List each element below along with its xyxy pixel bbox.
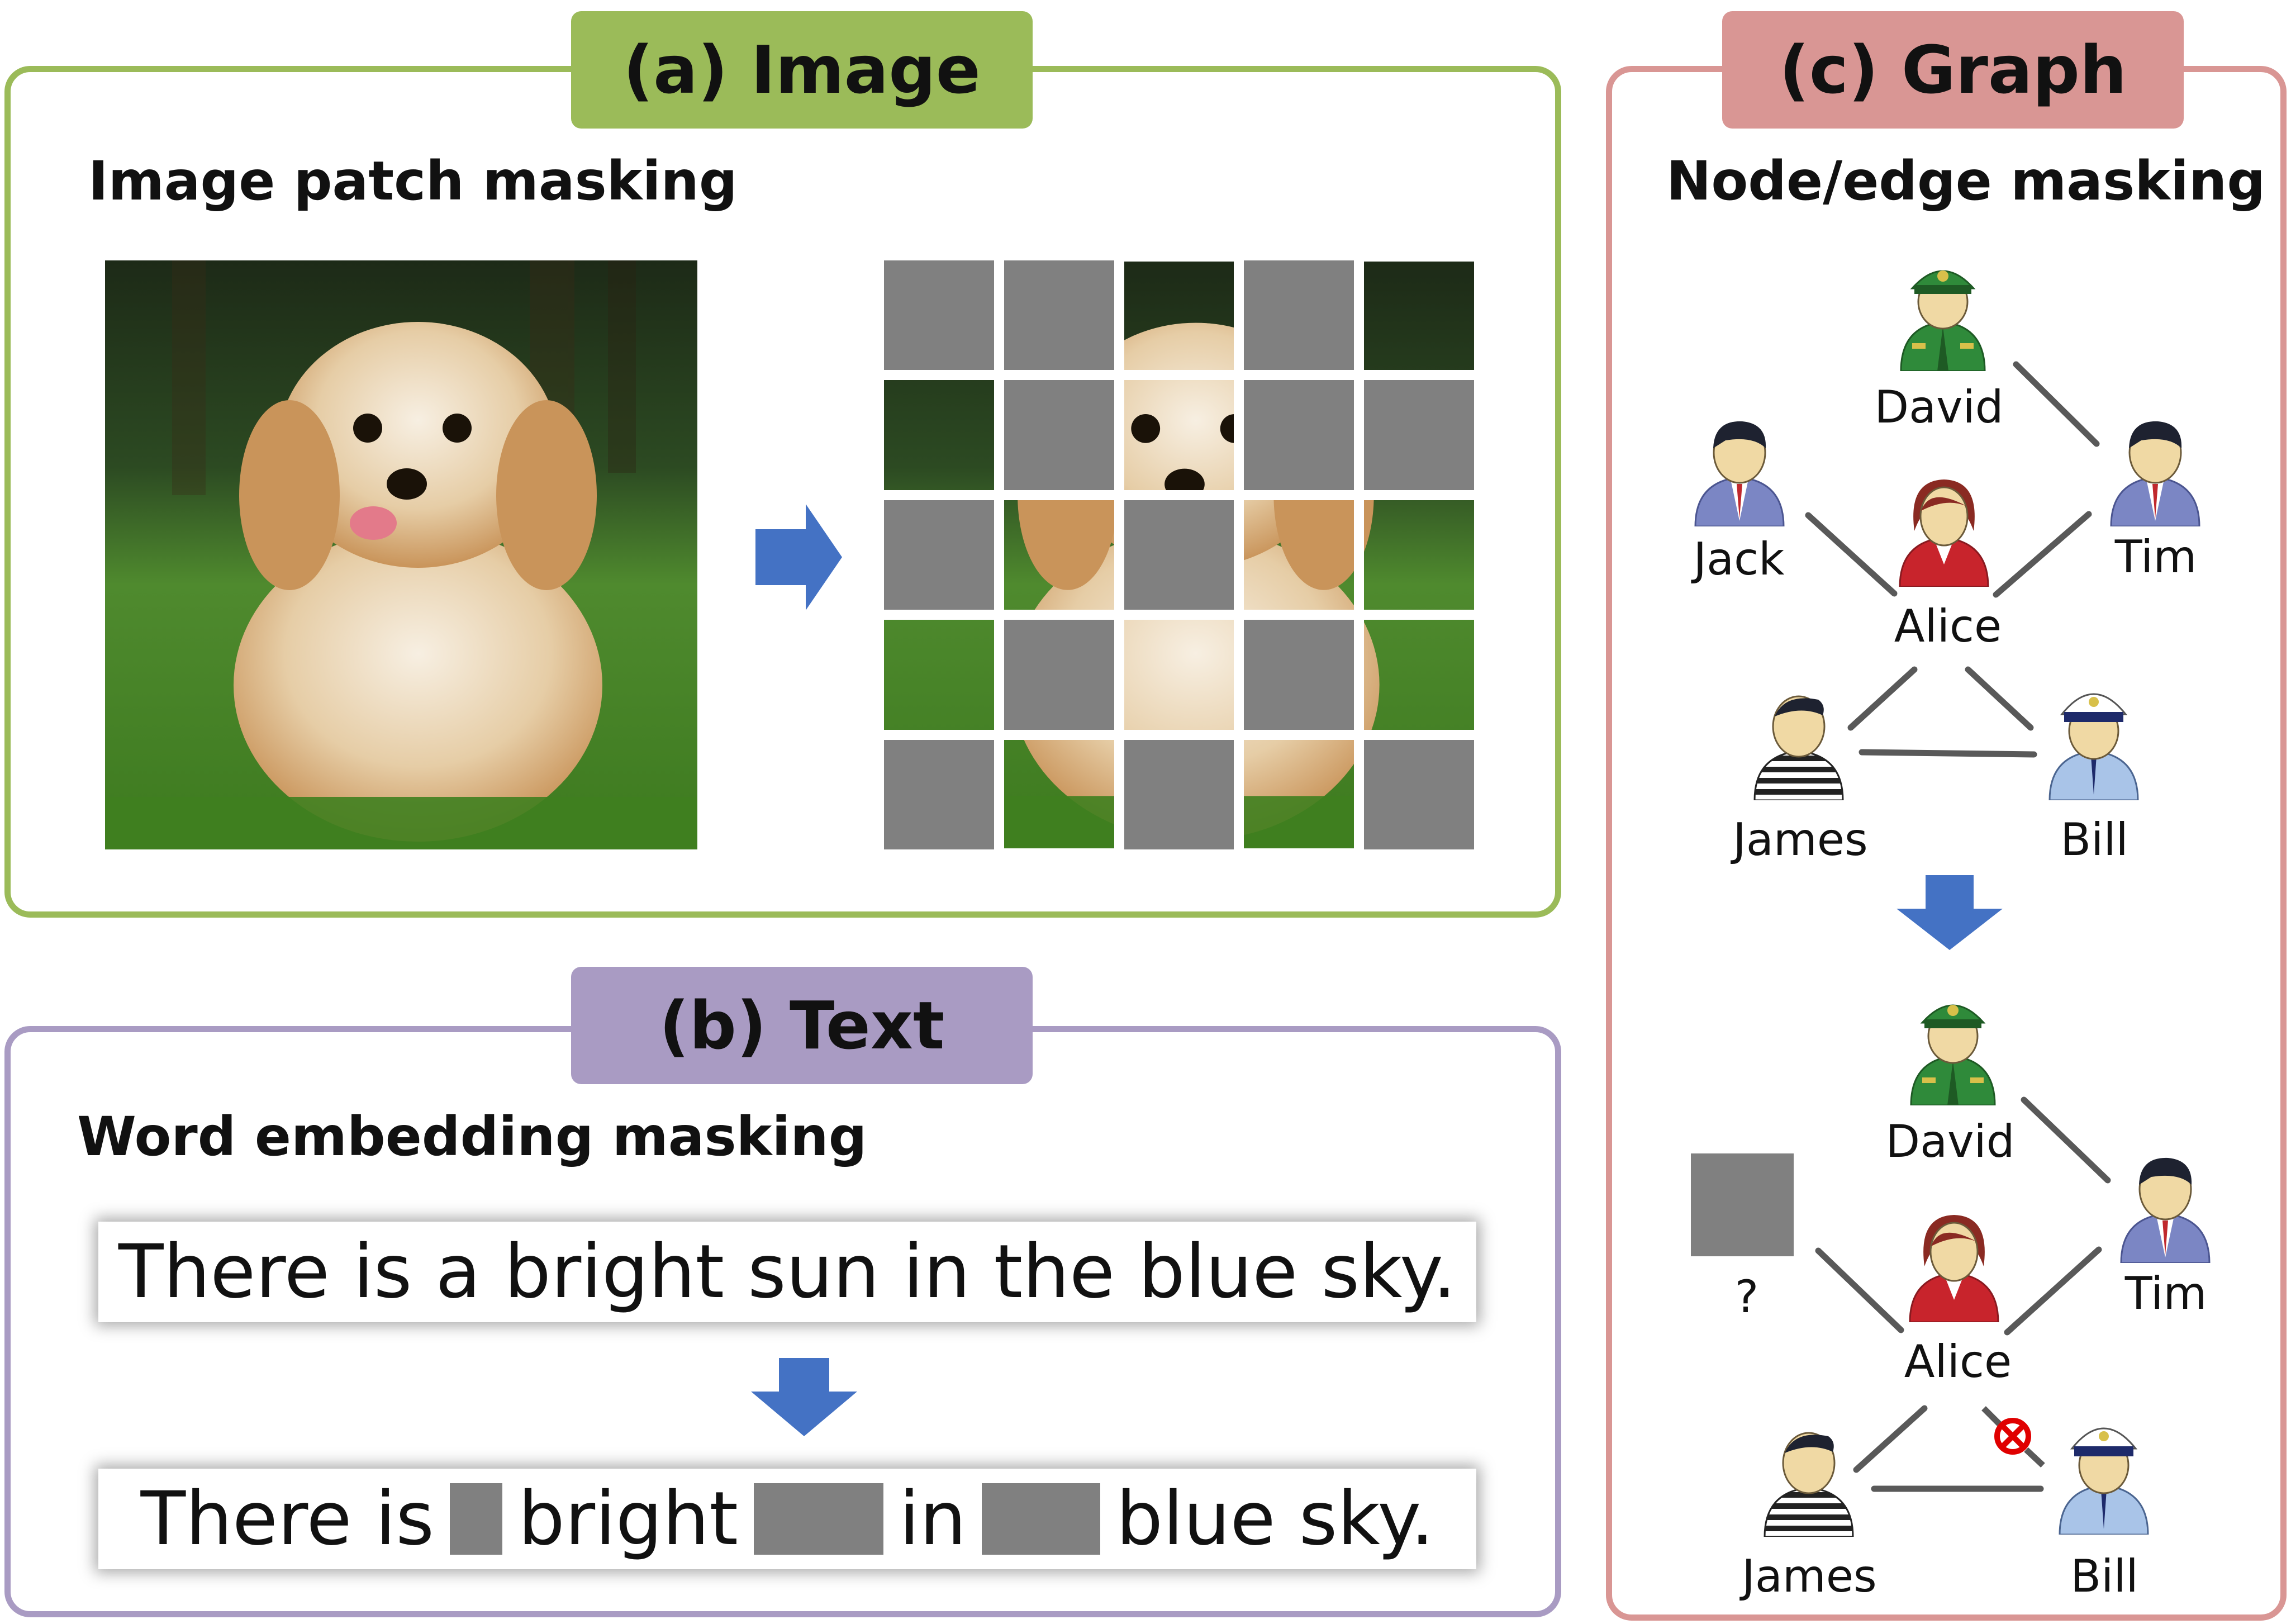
woman-icon: [1899, 479, 1989, 587]
masked-sentence-part2: bright: [518, 1476, 739, 1562]
grid-gap: [1234, 260, 1244, 849]
businessman-icon: [2110, 421, 2200, 526]
node-label-alice-2: Alice: [1904, 1336, 2012, 1388]
grid-gap: [884, 610, 1474, 620]
masked-word-block: [450, 1483, 503, 1555]
soldier-icon: [1900, 270, 1986, 371]
patch-grid: [884, 260, 1474, 849]
grid-gap: [1114, 260, 1124, 849]
prisoner-icon: [1753, 695, 1844, 800]
masked-sentence-part3: in: [899, 1476, 967, 1562]
masked-node: [1691, 1153, 1794, 1256]
panel-graph-subtitle: Node/edge masking: [1666, 150, 2266, 212]
cross-circle-icon: [1994, 1418, 2031, 1455]
node-label-bill-2: Bill: [2070, 1550, 2138, 1602]
masked-sentence-box: There is bright in blue sky.: [98, 1469, 1476, 1569]
arrow-down-icon: [751, 1358, 857, 1436]
original-sentence: There is a bright sun in the blue sky.: [118, 1229, 1457, 1315]
patched-dog-photo: [884, 260, 1474, 849]
masked-patch: [1364, 739, 1474, 849]
node-label-james: James: [1733, 814, 1868, 866]
masked-patch: [1004, 380, 1114, 490]
masked-patch: [884, 260, 994, 371]
panel-text-title: (b) Text: [571, 967, 1033, 1084]
dog-photo: [105, 260, 697, 849]
masked-patch: [1004, 620, 1114, 730]
panel-image-title: (a) Image: [571, 11, 1033, 129]
police-icon: [2048, 693, 2139, 800]
graph-arrow-down-icon: [1897, 875, 2003, 950]
masked-patch: [1244, 260, 1354, 371]
masked-patch: [1124, 739, 1234, 849]
masked-sentence-part1: There is: [140, 1476, 435, 1562]
node-label-alice: Alice: [1894, 600, 2002, 652]
grid-gap: [884, 370, 1474, 381]
prisoner-icon: [1764, 1432, 1854, 1537]
masked-sentence-part4: blue sky.: [1116, 1476, 1434, 1562]
arrow-right-icon: [755, 504, 842, 610]
node-label-bill: Bill: [2060, 814, 2128, 866]
masked-patch: [1244, 620, 1354, 730]
businessman-icon: [1694, 421, 1785, 526]
woman-icon: [1909, 1215, 1999, 1322]
node-label-david: David: [1874, 381, 2004, 433]
panel-text-subtitle: Word embedding masking: [77, 1105, 867, 1168]
node-label-tim: Tim: [2114, 531, 2197, 583]
masked-edge: [1981, 1406, 2002, 1426]
node-label-tim-2: Tim: [2124, 1267, 2207, 1319]
node-label-unknown: ?: [1734, 1271, 1759, 1323]
panel-graph-title: (c) Graph: [1722, 11, 2184, 129]
masked-patch: [1124, 500, 1234, 610]
grid-gap: [994, 260, 1004, 849]
masked-word-block: [754, 1483, 884, 1555]
node-label-david-2: David: [1885, 1115, 2015, 1167]
masked-word-block: [982, 1483, 1101, 1555]
masked-patch: [1004, 260, 1114, 371]
grid-gap: [1354, 260, 1365, 849]
node-label-jack: Jack: [1693, 533, 1785, 585]
grid-gap: [884, 729, 1474, 740]
masked-patch: [884, 739, 994, 849]
soldier-icon: [1910, 1004, 1996, 1105]
original-sentence-box: There is a bright sun in the blue sky.: [98, 1222, 1476, 1322]
grid-gap: [884, 490, 1474, 500]
masked-patch: [1364, 380, 1474, 490]
masked-patch: [1244, 380, 1354, 490]
panel-image-subtitle: Image patch masking: [88, 150, 738, 212]
masked-patch: [884, 500, 994, 610]
node-label-james-2: James: [1742, 1550, 1877, 1602]
businessman-icon: [2120, 1157, 2211, 1263]
police-icon: [2059, 1427, 2149, 1535]
